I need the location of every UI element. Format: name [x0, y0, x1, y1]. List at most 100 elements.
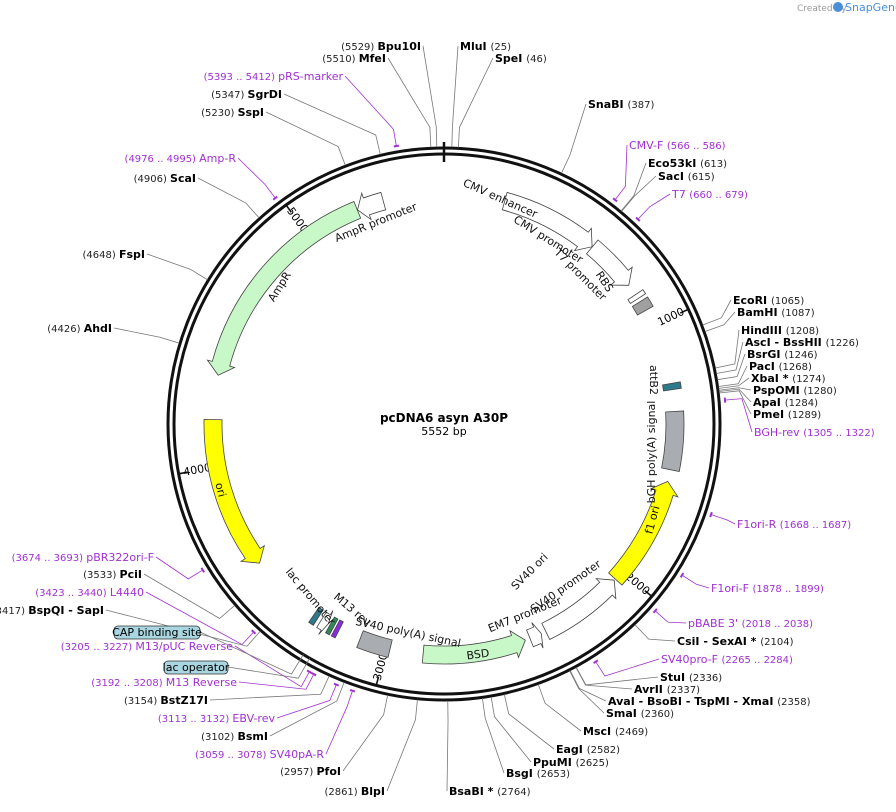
feature-ori[interactable]: [203, 418, 265, 564]
enzyme-site[interactable]: MluI (25): [460, 40, 511, 53]
enzyme-site[interactable]: (3533) PciI: [83, 568, 142, 581]
enzyme-label[interactable]: XbaI * (1274): [751, 372, 826, 385]
feature-ampr-promoter[interactable]: [357, 191, 387, 221]
primer-label[interactable]: pBABE 3' (2018 .. 2038): [688, 617, 813, 630]
enzyme-label[interactable]: ApaI (1284): [753, 396, 818, 409]
enzyme-site[interactable]: (4648) FspI: [83, 248, 145, 261]
enzyme-site[interactable]: MscI (2469): [583, 725, 648, 738]
enzyme-site[interactable]: (5230) SspI: [201, 106, 264, 119]
feature-t7-promoter[interactable]: [627, 289, 647, 305]
primer-label[interactable]: T7 (660 .. 679): [671, 188, 748, 201]
feature-em7-promoter[interactable]: [526, 622, 544, 649]
enzyme-label[interactable]: (2957) PfoI: [280, 765, 341, 778]
primer-site[interactable]: (5393 .. 5412) pRS-marker: [204, 70, 344, 83]
feature-lac-promoter[interactable]: [316, 610, 334, 635]
primer-site[interactable]: (3192 .. 3208) M13 Reverse: [91, 676, 237, 689]
primer-label[interactable]: F1ori-R (1668 .. 1687): [737, 518, 851, 531]
enzyme-label[interactable]: BsaBI * (2764): [449, 785, 531, 798]
enzyme-site[interactable]: (2957) PfoI: [280, 765, 341, 778]
enzyme-label[interactable]: (2861) BlpI: [324, 785, 385, 798]
feature-f1-ori[interactable]: [608, 480, 679, 586]
enzyme-label[interactable]: HindIII (1208): [741, 324, 819, 337]
feature-m13-rev[interactable]: [330, 619, 344, 639]
primer-site[interactable]: (3205 .. 3227) M13/pUC Reverse: [61, 640, 233, 653]
enzyme-label[interactable]: PspOMI (1280): [753, 384, 837, 397]
enzyme-site[interactable]: (2861) BlpI: [324, 785, 385, 798]
feature-sv40-promoter[interactable]: [541, 578, 617, 641]
enzyme-site[interactable]: EcoRI (1065): [733, 294, 804, 307]
primer-site[interactable]: (4976 .. 4995) Amp-R: [125, 152, 237, 165]
enzyme-site[interactable]: SacI (615): [658, 170, 715, 183]
feature-bsd[interactable]: [421, 629, 526, 665]
enzyme-label[interactable]: AscI - BssHII (1226): [745, 336, 859, 349]
enzyme-label[interactable]: PmeI (1289): [753, 408, 821, 421]
enzyme-label[interactable]: BsrGI (1246): [747, 348, 818, 361]
feature-cap-binding-site[interactable]: [308, 606, 324, 626]
enzyme-site[interactable]: PmeI (1289): [753, 408, 821, 421]
enzyme-site[interactable]: BsgI (2653): [506, 767, 570, 780]
primer-site[interactable]: T7 (660 .. 679): [671, 188, 748, 201]
feature-attb2[interactable]: [662, 381, 682, 392]
primer-site[interactable]: (3113 .. 3132) EBV-rev: [158, 712, 276, 725]
enzyme-label[interactable]: (3102) BsmI: [201, 730, 268, 743]
primer-site[interactable]: BGH-rev (1305 .. 1322): [754, 426, 875, 439]
primer-site[interactable]: (3059 .. 3078) SV40pA-R: [195, 748, 324, 761]
primer-label[interactable]: (5393 .. 5412) pRS-marker: [204, 70, 344, 83]
enzyme-site[interactable]: BamHI (1087): [737, 306, 815, 319]
enzyme-label[interactable]: Eco53kI (613): [648, 157, 727, 170]
enzyme-label[interactable]: BsgI (2653): [506, 767, 570, 780]
enzyme-site[interactable]: BsaBI * (2764): [449, 785, 531, 798]
enzyme-site[interactable]: Eco53kI (613): [648, 157, 727, 170]
enzyme-site[interactable]: AscI - BssHII (1226): [745, 336, 859, 349]
enzyme-site[interactable]: AvaI - BsoBI - TspMI - XmaI (2358): [608, 695, 811, 708]
enzyme-label[interactable]: PacI (1268): [749, 360, 812, 373]
enzyme-label[interactable]: AvaI - BsoBI - TspMI - XmaI (2358): [608, 695, 811, 708]
enzyme-site[interactable]: (3154) BstZ17I: [124, 694, 208, 707]
primer-label[interactable]: (3423 .. 3440) L4440: [35, 586, 144, 599]
boxed-feature-cap-binding-site[interactable]: CAP binding site: [112, 625, 202, 640]
enzyme-label[interactable]: (3154) BstZ17I: [124, 694, 208, 707]
primer-site[interactable]: (3423 .. 3440) L4440: [35, 586, 144, 599]
enzyme-site[interactable]: (5510) MfeI: [322, 52, 386, 65]
enzyme-site[interactable]: BsrGI (1246): [747, 348, 818, 361]
enzyme-site[interactable]: SmaI (2360): [606, 707, 674, 720]
enzyme-label[interactable]: SpeI (46): [495, 52, 547, 65]
enzyme-site[interactable]: (3417) BspQI - SapI: [0, 604, 104, 617]
enzyme-label[interactable]: BamHI (1087): [737, 306, 815, 319]
enzyme-site[interactable]: PacI (1268): [749, 360, 812, 373]
enzyme-label[interactable]: (4906) ScaI: [134, 172, 196, 185]
enzyme-label[interactable]: StuI (2336): [660, 671, 722, 684]
primer-label[interactable]: (3674 .. 3693) pBR322ori-F: [12, 551, 154, 564]
primer-label[interactable]: (3059 .. 3078) SV40pA-R: [195, 748, 324, 761]
enzyme-label[interactable]: (5347) SgrDI: [211, 88, 282, 101]
primer-site[interactable]: SV40pro-F (2265 .. 2284): [661, 653, 793, 666]
primer-label[interactable]: (4976 .. 4995) Amp-R: [125, 152, 237, 165]
primer-site[interactable]: CMV-F (566 .. 586): [629, 139, 726, 152]
enzyme-label[interactable]: EcoRI (1065): [733, 294, 804, 307]
enzyme-label[interactable]: MscI (2469): [583, 725, 648, 738]
enzyme-label[interactable]: AvrII (2337): [634, 683, 700, 696]
enzyme-site[interactable]: PspOMI (1280): [753, 384, 837, 397]
primer-site[interactable]: F1ori-F (1878 .. 1899): [711, 582, 824, 595]
enzyme-label[interactable]: MluI (25): [460, 40, 511, 53]
primer-site[interactable]: pBABE 3' (2018 .. 2038): [688, 617, 813, 630]
enzyme-label[interactable]: (5529) Bpu10I: [341, 40, 421, 53]
feature-lac-operator[interactable]: [325, 616, 339, 636]
primer-site[interactable]: (3674 .. 3693) pBR322ori-F: [12, 551, 154, 564]
enzyme-site[interactable]: SnaBI (387): [588, 98, 654, 111]
enzyme-label[interactable]: (4426) AhdI: [47, 322, 112, 335]
feature-cmv-promoter[interactable]: [585, 239, 633, 286]
enzyme-site[interactable]: HindIII (1208): [741, 324, 819, 337]
feature-ampr[interactable]: [206, 201, 362, 376]
primer-label[interactable]: (3113 .. 3132) EBV-rev: [158, 712, 276, 725]
enzyme-label[interactable]: CsiI - SexAI * (2104): [677, 635, 794, 648]
enzyme-site[interactable]: PpuMI (2625): [533, 756, 609, 769]
enzyme-label[interactable]: (5230) SspI: [201, 106, 264, 119]
enzyme-site[interactable]: SpeI (46): [495, 52, 547, 65]
enzyme-site[interactable]: (5347) SgrDI: [211, 88, 282, 101]
enzyme-label[interactable]: PpuMI (2625): [533, 756, 609, 769]
enzyme-site[interactable]: EagI (2582): [556, 743, 620, 756]
enzyme-label[interactable]: (4648) FspI: [83, 248, 145, 261]
enzyme-site[interactable]: (4426) AhdI: [47, 322, 112, 335]
enzyme-site[interactable]: (3102) BsmI: [201, 730, 268, 743]
